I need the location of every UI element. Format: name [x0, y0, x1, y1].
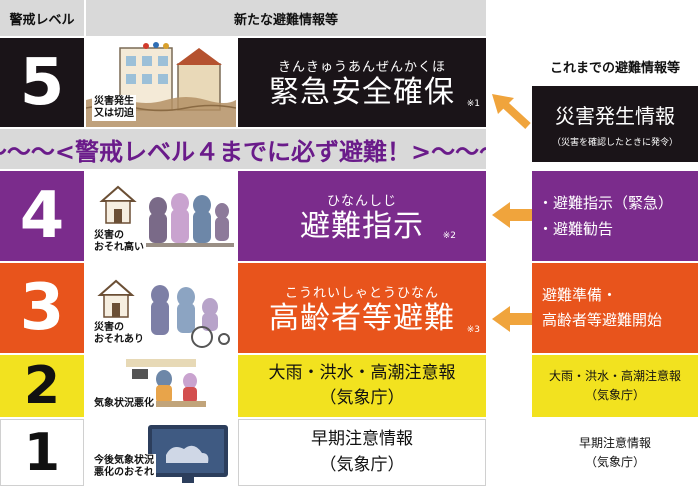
level-4-number-cell: 4: [0, 171, 84, 261]
prev-level-2-text: 大雨・洪水・高潮注意報 （気象庁）: [548, 369, 681, 402]
level-2-number: 2: [23, 356, 61, 416]
prev-level-3-cell: 避難準備・ 高齢者等避難開始: [532, 263, 698, 353]
level-5-note: ※1: [466, 99, 480, 109]
level-2-number-cell: 2: [0, 355, 84, 417]
arrow-level5-icon: [492, 94, 531, 129]
level-5-label: 緊急安全確保: [269, 75, 455, 111]
level-4-caption: 災害の おそれ高い: [92, 229, 146, 255]
evacuating-people-icon: [99, 185, 234, 247]
prev-level-5-sub: （災害を確認したときに発令）: [551, 138, 678, 148]
level-1-caption: 今後気象状況 悪化のおそれ: [92, 454, 156, 480]
level-3-note: ※3: [466, 325, 480, 335]
prev-level-2-cell: 大雨・洪水・高潮注意報 （気象庁）: [532, 355, 698, 417]
header-level-column: 警戒レベル: [0, 0, 84, 36]
level-3-info-cell: こうれいしゃとうひなん 高齢者等避難 ※3: [238, 263, 486, 353]
level-3-caption: 災害の おそれあり: [92, 321, 146, 347]
level-5-number: 5: [19, 45, 65, 120]
arrow-level4-icon: [492, 202, 532, 228]
flood-building-icon: [86, 42, 236, 127]
prev-level-1-cell: 早期注意情報 （気象庁）: [532, 419, 698, 486]
level-1-number-cell: 1: [0, 419, 84, 486]
evacuation-banner: 〜〜〜<警戒レベル４までに必ず避難！>〜〜〜: [0, 129, 486, 169]
level-4-furigana: ひなんしじ: [326, 193, 397, 209]
level-4-note: ※2: [442, 231, 456, 241]
level-2-info-cell: 大雨・洪水・高潮注意報 （気象庁）: [238, 355, 486, 417]
header-prev-label: これまでの避難情報等: [549, 60, 680, 76]
level-4-label: 避難指示: [300, 208, 424, 244]
prev-level-3-text: 避難準備・ 高齢者等避難開始: [542, 285, 663, 330]
weather-forecast-tv-icon: [148, 425, 228, 483]
header-level-label: 警戒レベル: [9, 12, 75, 28]
level-4-number: 4: [19, 179, 65, 253]
level-3-label: 高齢者等避難: [269, 300, 455, 336]
header-info-column: 新たな避難情報等: [86, 0, 486, 36]
level-3-furigana: こうれいしゃとうひなん: [284, 285, 439, 301]
prev-level-5-cell: 災害発生情報 （災害を確認したときに発令）: [532, 86, 698, 162]
arrow-level3-icon: [492, 306, 532, 332]
level-5-number-cell: 5: [0, 38, 84, 127]
level-5-furigana: きんきゅうあんぜんかくほ: [277, 60, 446, 76]
level-2-caption: 気象状況悪化: [92, 397, 156, 411]
level-5-info-cell: きんきゅうあんぜんかくほ 緊急安全確保 ※1: [238, 38, 486, 127]
level-2-label: 大雨・洪水・高潮注意報 （気象庁）: [268, 362, 456, 409]
level-1-label: 早期注意情報 （気象庁）: [311, 429, 413, 475]
prev-level-4-cell: ・避難指示（緊急） ・避難勧告: [532, 171, 698, 261]
level-1-illustration: 今後気象状況 悪化のおそれ: [86, 419, 236, 486]
prev-level-4-item-2: ・避難勧告: [538, 220, 614, 238]
header-info-label: 新たな避難情報等: [233, 12, 338, 28]
prev-level-4-item-1: ・避難指示（緊急）: [538, 193, 674, 212]
evacuation-banner-text: 〜〜〜<警戒レベル４までに必ず避難！>〜〜〜: [0, 137, 486, 166]
level-3-number-cell: 3: [0, 263, 84, 353]
level-3-illustration: 災害の おそれあり: [86, 263, 236, 353]
level-1-number: 1: [23, 422, 61, 483]
level-5-illustration: 災害発生 又は切迫: [86, 38, 236, 127]
weather-briefing-icon: [126, 359, 206, 407]
elderly-evacuation-icon: [97, 279, 230, 348]
level-2-illustration: 気象状況悪化: [86, 355, 236, 417]
level-4-illustration: 災害の おそれ高い: [86, 171, 236, 261]
level-5-caption: 災害発生 又は切迫: [92, 95, 136, 121]
header-prev-column: これまでの避難情報等: [532, 48, 698, 84]
level-4-info-cell: ひなんしじ 避難指示 ※2: [238, 171, 486, 261]
prev-level-1-text: 早期注意情報 （気象庁）: [578, 435, 651, 469]
level-1-info-cell: 早期注意情報 （気象庁）: [238, 419, 486, 486]
level-3-number: 3: [19, 271, 65, 345]
prev-level-5-title: 災害発生情報: [555, 104, 675, 128]
